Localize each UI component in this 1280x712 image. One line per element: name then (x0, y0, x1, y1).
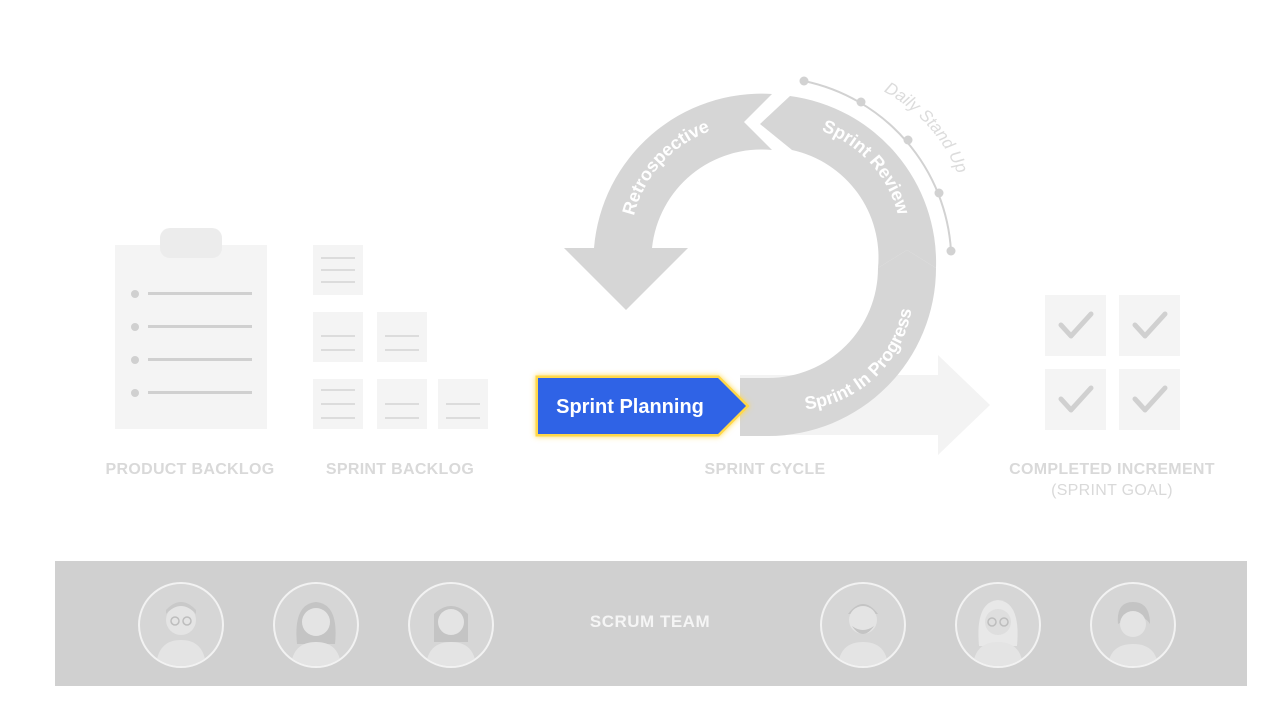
card-icon (438, 379, 488, 429)
clipboard-icon (115, 228, 267, 429)
sprint-goal-label: (SPRINT GOAL) (1051, 482, 1173, 499)
person-avatar-icon (1090, 582, 1176, 668)
card-icon (313, 379, 363, 429)
scrum-team-band (55, 561, 1247, 686)
completed-increment-grid (1045, 295, 1180, 430)
checkmark-icon (1045, 295, 1106, 356)
person-avatar-icon (273, 582, 359, 668)
sprint-planning-label: Sprint Planning (556, 396, 704, 418)
sprint-review-arc (760, 96, 937, 268)
sprint-in-progress-arc (740, 250, 936, 436)
checkmark-icon (1119, 295, 1180, 356)
product-backlog-label: PRODUCT BACKLOG (105, 461, 275, 478)
card-icon (377, 379, 427, 429)
person-avatar-icon (138, 582, 224, 668)
person-avatar-icon (955, 582, 1041, 668)
card-icon (313, 312, 363, 362)
checkmark-icon (1119, 369, 1180, 430)
person-avatar-icon (408, 582, 494, 668)
retrospective-arc (564, 93, 772, 310)
sprint-backlog-cards (313, 245, 488, 429)
completed-increment-label: COMPLETED INCREMENT (1009, 461, 1215, 478)
checkmark-icon (1045, 369, 1106, 430)
sprint-cycle-loop: Retrospective Sprint Review Sprint In Pr… (564, 93, 937, 436)
sprint-planning-box[interactable]: Sprint Planning (535, 375, 750, 437)
card-icon (313, 245, 363, 295)
person-avatar-icon (820, 582, 906, 668)
sprint-cycle-label: SPRINT CYCLE (704, 461, 826, 478)
card-icon (377, 312, 427, 362)
scrum-team-label: SCRUM TEAM (589, 612, 711, 631)
sprint-backlog-label: SPRINT BACKLOG (325, 461, 475, 478)
